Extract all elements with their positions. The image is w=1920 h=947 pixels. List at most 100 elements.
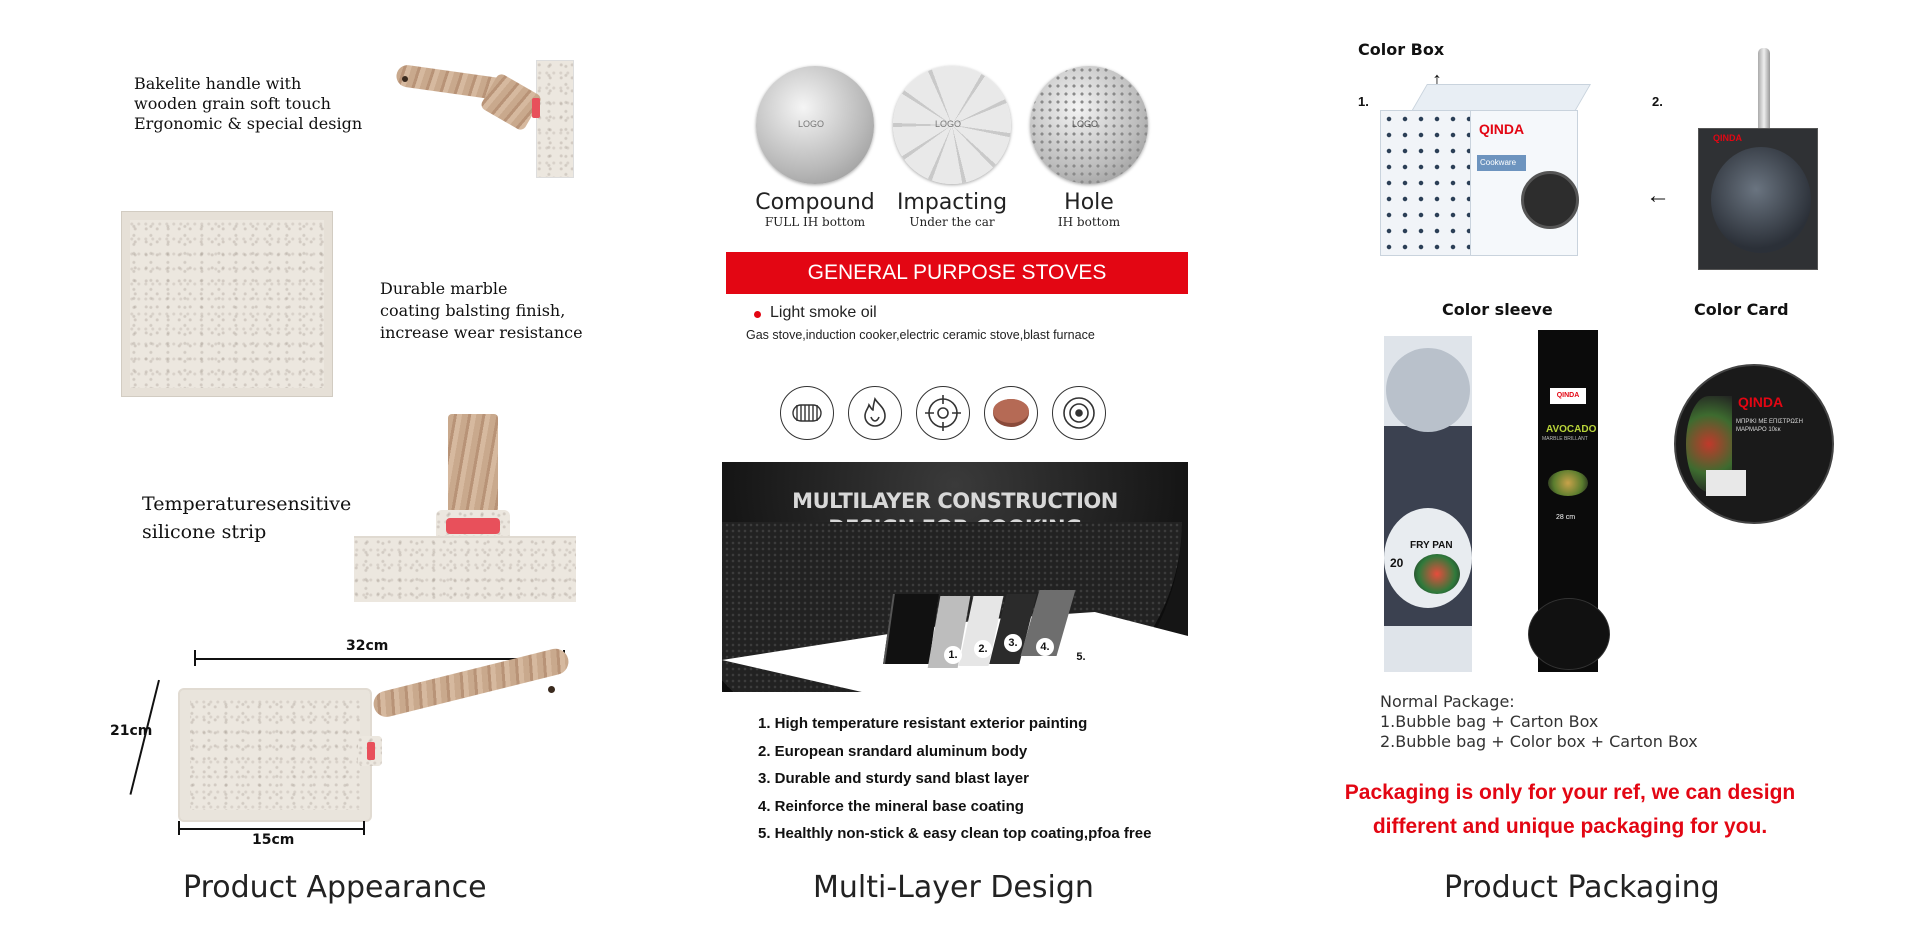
normal-package-item: 1.Bubble bag + Carton Box [1380, 712, 1599, 731]
handle-note-line: Bakelite handle with [134, 74, 302, 93]
sleeve-size: 20 [1390, 556, 1404, 570]
layer-number-badge: 2. [974, 640, 992, 658]
pan-window [1711, 147, 1811, 253]
layer-item: 2. European srandard aluminum body [758, 742, 1028, 760]
layer-list: 1. High temperature resistant exterior p… [758, 710, 1151, 848]
hole-label: Hole IH bottom [1014, 190, 1164, 229]
width-label: 15cm [252, 832, 295, 848]
strip-note-line: silicone strip [142, 521, 267, 543]
brand-logo: QINDA [1479, 121, 1525, 137]
multi-layer-design-panel: LOGO LOGO LOGO Compound FULL IH bottom I… [640, 0, 1260, 947]
coating-note: Durable marble coating balsting finish, … [380, 278, 583, 344]
bottom-title: Hole [1064, 190, 1114, 215]
bottom-title: Compound [755, 190, 875, 215]
color-card-heading: Color Card [1694, 300, 1789, 319]
sleeve-size: 28 cm [1556, 514, 1576, 521]
multilayer-construction-image: MULTILAYER CONSTRUCTION DESIGN FOR COOKI… [722, 462, 1188, 692]
sleeve-footer [1384, 626, 1472, 672]
card-text: ΜΠΡΙΚΙ ΜΕ ΕΠΙΣΤΡΩΣΗ ΜΑΡΜΑΡΟ 10εκ [1736, 419, 1803, 433]
product-appearance-panel: Bakelite handle with wooden grain soft t… [0, 0, 640, 947]
sleeve-disc [1386, 348, 1470, 432]
construction-title-line: MULTILAYER CONSTRUCTION [792, 489, 1118, 513]
product-packaging-caption: Product Packaging [1444, 870, 1720, 905]
silicone-strip [532, 98, 540, 118]
length-dimension-line [194, 658, 564, 660]
sleeve-label: AVOCADO [1546, 424, 1597, 435]
logo-placeholder: LOGO [935, 119, 962, 129]
light-smoke-oil-label: Light smoke oil [770, 304, 877, 321]
color-box-image: QINDA Cookware [1380, 84, 1591, 256]
box-front: QINDA Cookware [1470, 110, 1579, 256]
packaging-note: Packaging is only for your ref, we can d… [1320, 776, 1820, 844]
layer-item: 4. Reinforce the mineral base coating [758, 797, 1024, 815]
impacting-label: Impacting Under the car [877, 190, 1027, 229]
arrow-up-icon: ↑ [1432, 69, 1442, 91]
bottom-subtitle: Under the car [909, 215, 995, 229]
impacting-bottom-disc: LOGO [893, 66, 1011, 184]
bullet-dot [754, 311, 761, 318]
option-number: 2. [1652, 94, 1663, 109]
layer-number-badge: 4. [1036, 638, 1054, 656]
compound-label: Compound FULL IH bottom [740, 190, 890, 229]
sleeve-subtitle: MARBLE BRILLANT [1542, 436, 1588, 442]
dimension-tick [194, 650, 196, 666]
silicone-strip [367, 742, 375, 760]
pan-handle [1758, 48, 1770, 136]
logo-placeholder: LOGO [798, 119, 825, 129]
handle-note-line: wooden grain soft touch [134, 94, 331, 113]
avocado-image [1548, 470, 1588, 496]
strip-note-line: Temperaturesensitive [142, 493, 352, 515]
layer-item: 3. Durable and sturdy sand blast layer [758, 770, 1029, 787]
handle-note-line: Ergonomic & special design [134, 114, 363, 133]
bottom-subtitle: FULL IH bottom [764, 215, 866, 229]
depth-label: 21cm [110, 723, 153, 739]
general-purpose-stoves-banner: GENERAL PURPOSE STOVES [726, 252, 1188, 294]
layer-number-badge: 5. [1072, 648, 1090, 666]
sleeve-lower-disc: FRY PAN 20 [1384, 508, 1472, 608]
width-dimension-line [178, 828, 364, 830]
bottom-title: Impacting [896, 190, 1008, 215]
arrow-left-icon: ← [1646, 182, 1670, 209]
handle-photo [395, 58, 576, 178]
layer-number-badge: 1. [944, 646, 962, 664]
silicone-strip [446, 518, 500, 534]
packaging-note-line: Packaging is only for your ref, we can d… [1344, 781, 1796, 804]
induction-coil-icon [780, 386, 834, 440]
product-appearance-caption: Product Appearance [183, 870, 487, 905]
dimension-tick [178, 821, 180, 835]
dimension-tick [363, 821, 365, 835]
multi-layer-design-caption: Multi-Layer Design [813, 870, 1094, 905]
length-label: 32cm [346, 638, 389, 654]
ceramic-plate-icon [984, 386, 1038, 440]
compound-bottom-disc: LOGO [756, 66, 874, 184]
food-image [1414, 554, 1460, 594]
brand-logo: QINDA [1550, 388, 1586, 404]
card-label [1706, 470, 1746, 496]
normal-package-item: 2.Bubble bag + Color box + Carton Box [1380, 732, 1698, 751]
color-sleeve-2: QINDA AVOCADO MARBLE BRILLANT 28 cm [1528, 330, 1610, 672]
dimension-drawing: 32cm 21cm 15cm [110, 628, 580, 858]
coating-note-line: coating balsting finish, [380, 301, 566, 320]
layer-item: 1. High temperature resistant exterior p… [758, 715, 1088, 732]
pan-rim [536, 60, 574, 178]
layer-item: 5. Healthly non-stick & easy clean top c… [758, 825, 1152, 842]
option-number: 1. [1358, 94, 1369, 109]
color-sleeve-1: FRY PAN 20 [1384, 336, 1472, 672]
color-sleeve-heading: Color sleeve [1442, 300, 1553, 319]
box-body: QINDA [1698, 128, 1818, 270]
sleeve-label: FRY PAN [1410, 540, 1453, 551]
silicone-strip-photo [354, 414, 576, 602]
pan-body-edge [354, 536, 576, 602]
logo-placeholder: LOGO [1072, 119, 1099, 129]
wooden-handle [448, 414, 498, 514]
normal-package-title: Normal Package: [1380, 692, 1515, 711]
handle-note: Bakelite handle with wooden grain soft t… [134, 74, 362, 134]
brand-logo: QINDA [1738, 394, 1784, 410]
coating-note-line: increase wear resistance [380, 323, 583, 342]
window-box-image: QINDA [1698, 48, 1824, 270]
electric-hob-icon [1052, 386, 1106, 440]
coating-note-line: Durable marble [380, 279, 508, 298]
stove-types-text: Gas stove,induction cooker,electric cera… [746, 328, 1095, 342]
pan-body [178, 688, 372, 822]
layer-number-badge: 3. [1004, 634, 1022, 652]
